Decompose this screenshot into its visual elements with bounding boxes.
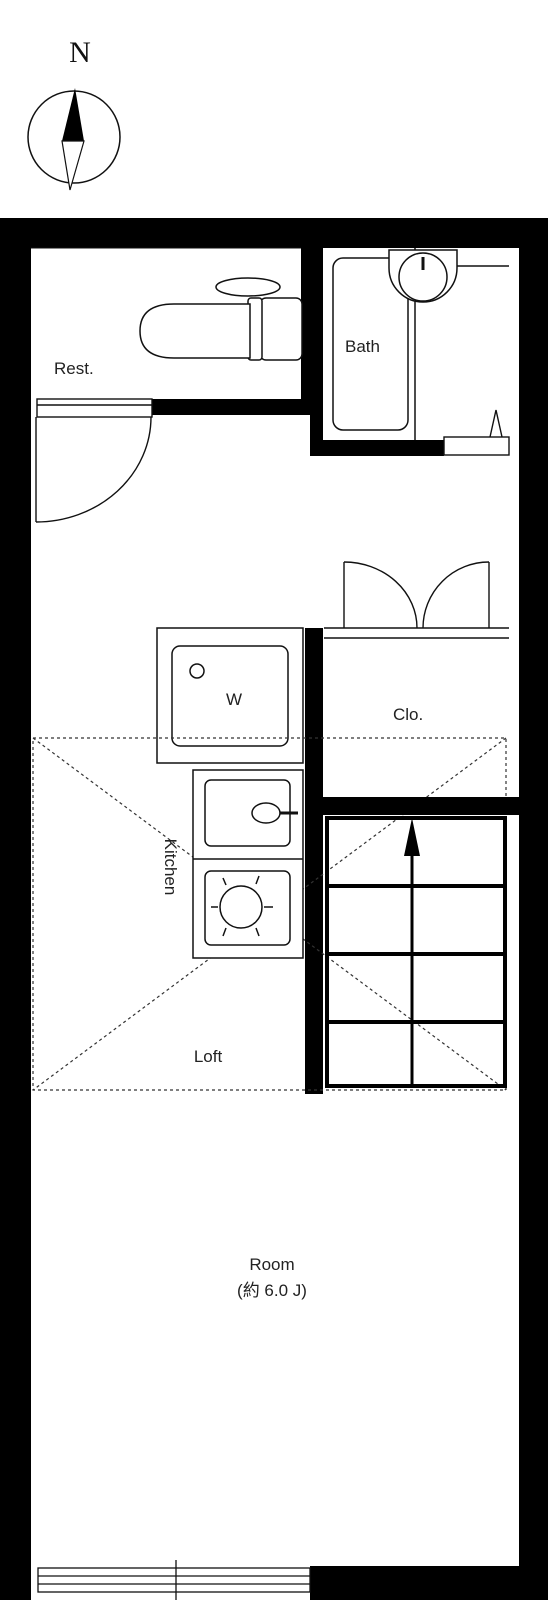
stove-icon [204, 870, 291, 946]
bath: Bath [310, 244, 510, 456]
toilet-icon [139, 277, 303, 361]
washer-icon [156, 627, 304, 764]
compass: N [27, 36, 121, 191]
up-arrow-icon [404, 818, 420, 1084]
room-label: Room [249, 1255, 294, 1274]
kitchen-label: Kitchen [161, 839, 180, 896]
room-size: (約 6.0 J) [237, 1281, 307, 1300]
closet-label: Clo. [393, 705, 423, 724]
restroom-door[interactable] [35, 398, 153, 523]
loft-ladder[interactable] [323, 797, 519, 1088]
compass-rose-icon [27, 88, 121, 191]
compass-north-label: N [69, 36, 91, 69]
bath-door[interactable] [443, 409, 510, 456]
partition-wall [305, 628, 323, 1094]
closet-doors[interactable] [324, 561, 509, 639]
sink-icon [204, 779, 298, 847]
loft-label: Loft [194, 1047, 223, 1066]
bottom-window [37, 1560, 311, 1600]
washbasin-icon [388, 249, 509, 303]
bath-label: Bath [345, 337, 380, 356]
washer: W [156, 627, 304, 764]
kitchen: Kitchen [161, 769, 304, 959]
main-room: Room (約 6.0 J) [237, 1255, 307, 1300]
outer-walls [0, 218, 548, 1600]
restroom-label: Rest. [54, 359, 94, 378]
closet: Clo. [324, 561, 509, 724]
washer-label: W [226, 690, 242, 709]
restroom: Rest. [31, 247, 310, 523]
